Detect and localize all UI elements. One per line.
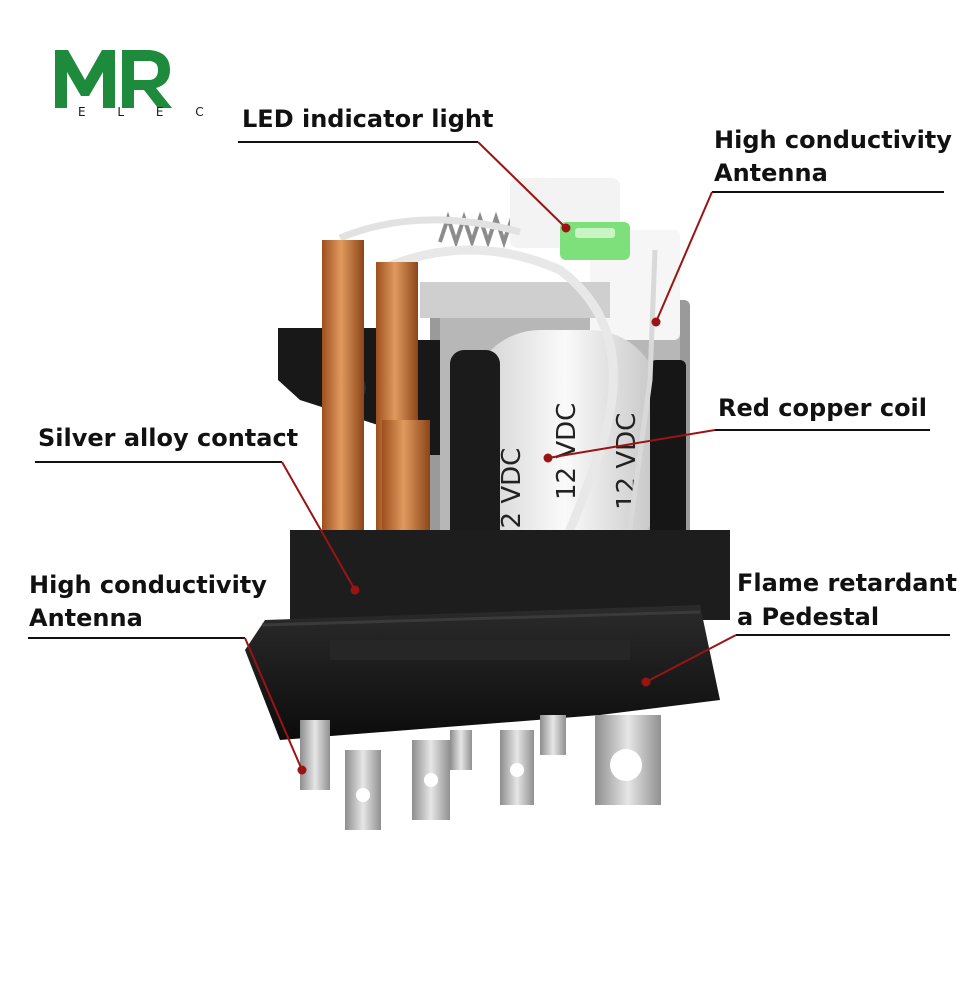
white-wire: [378, 245, 618, 603]
label-pedestal-line1: Flame retardant: [737, 569, 958, 597]
led-indicator: [560, 222, 630, 260]
label-red-copper-coil: Red copper coil: [718, 394, 928, 422]
leader-antenna-bottom: [244, 637, 303, 771]
pedestal-base: [245, 605, 720, 740]
label-antenna-top-line2: Antenna: [714, 159, 828, 187]
leader-contact: [281, 461, 356, 591]
label-antenna-bottom-line1: High conductivity: [29, 571, 267, 599]
antenna-wire: [617, 249, 658, 601]
leader-antenna-top: [655, 191, 713, 323]
coil-print-2: 12 VDC: [552, 403, 582, 500]
leader-coil: [547, 429, 716, 459]
leader-pedestal: [645, 634, 737, 683]
logo-m-glyph: [55, 50, 115, 108]
label-silver-alloy-contact: Silver alloy contact: [38, 424, 299, 452]
label-antenna-bottom-line2: Antenna: [29, 604, 143, 632]
leader-led: [477, 141, 567, 229]
logo-r-glyph: [122, 50, 172, 108]
label-led-indicator: LED indicator light: [242, 105, 494, 133]
relay-body: 12 VDC 12 VDC 12 VDC 05oc: [245, 178, 730, 830]
callout-underlines: [28, 141, 950, 639]
logo-subtext: E L E C: [78, 105, 218, 119]
label-pedestal-line2: a Pedestal: [737, 603, 880, 631]
terminal-pins: [300, 715, 661, 830]
callout-leaders: [244, 141, 737, 775]
label-antenna-top-line1: High conductivity: [714, 126, 952, 154]
coil-print-1: 12 VDC: [497, 448, 527, 545]
brand-logo: [55, 50, 172, 108]
